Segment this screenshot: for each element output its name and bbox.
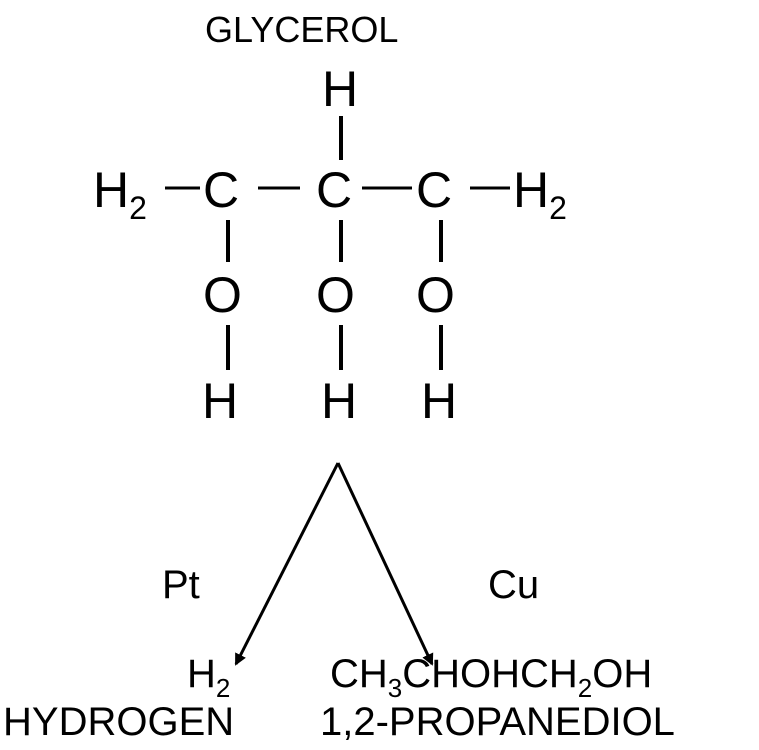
arrow-to-hydrogen: [234, 462, 340, 666]
product-hydrogen-name: HYDROGEN: [3, 700, 235, 744]
atom-hydrogen-1: H: [202, 373, 239, 429]
atom-carbon-2: C: [316, 162, 353, 218]
atom-hydrogen-2: H: [321, 373, 358, 429]
atom-oxygen-2: O: [316, 267, 355, 323]
atom-carbon-3: C: [416, 162, 453, 218]
catalyst-cu-label: Cu: [488, 563, 540, 607]
diagram-title: GLYCEROL: [205, 9, 399, 50]
product-propanediol-formula: CH3CHOHCH2OH: [330, 652, 653, 703]
atom-hydrogen-3: H: [421, 373, 458, 429]
atom-top-h: H: [322, 61, 359, 117]
atom-oxygen-1: O: [203, 267, 242, 323]
product-hydrogen-formula: H2: [187, 652, 231, 703]
atom-left-h2: H2: [93, 162, 147, 226]
atom-carbon-1: C: [203, 162, 240, 218]
product-propanediol-name: 1,2-PROPANEDIOL: [320, 700, 675, 744]
atom-right-h2: H2: [513, 162, 567, 226]
atom-oxygen-3: O: [416, 267, 455, 323]
catalyst-pt-label: Pt: [162, 563, 200, 607]
arrow-to-propanediol: [336, 462, 434, 666]
